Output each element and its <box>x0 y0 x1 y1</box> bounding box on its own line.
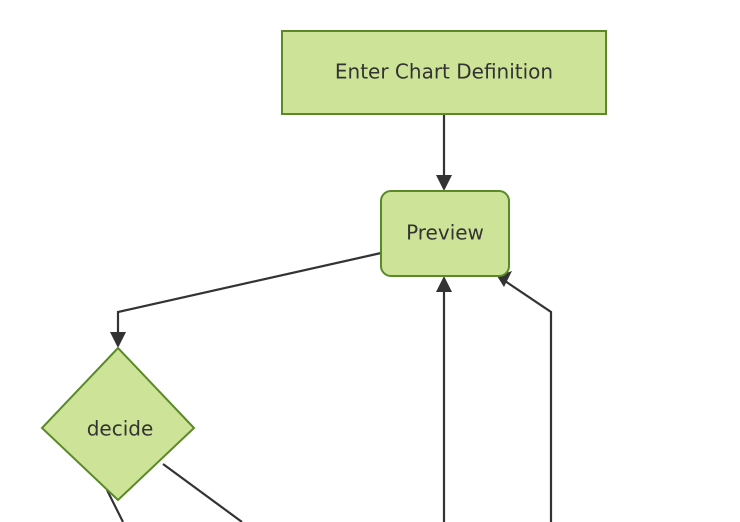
edge-line <box>106 489 124 522</box>
node-layer: Enter Chart Definition Preview decide <box>40 30 607 502</box>
edge-decide-to-offscreen-bottom-left <box>106 489 124 522</box>
edge-decide-to-offscreen-bottom-right <box>162 463 243 522</box>
arrow-head-icon <box>436 175 452 191</box>
edge-line <box>162 463 243 522</box>
node-enter-chart-definition[interactable]: Enter Chart Definition <box>281 30 607 115</box>
edge-enter-chart-definition-to-preview <box>436 114 452 191</box>
edge-offscreen-bottom-right-to-preview <box>497 271 553 522</box>
edge-line <box>116 251 382 339</box>
arrow-head-icon <box>436 276 452 292</box>
edge-offscreen-bottom-center-to-preview <box>436 276 452 522</box>
node-rectangle-shape[interactable] <box>281 30 607 115</box>
edge-line <box>504 280 553 522</box>
node-label-enter-chart-definition: Enter Chart Definition <box>335 60 553 84</box>
node-label-decide: decide <box>87 417 154 441</box>
node-label-preview: Preview <box>406 221 484 245</box>
edge-layer <box>106 114 553 522</box>
edge-preview-to-decide <box>110 251 382 348</box>
node-rounded-rectangle-shape[interactable] <box>380 190 510 277</box>
node-preview[interactable]: Preview <box>380 190 510 277</box>
node-decide[interactable]: decide <box>40 346 196 502</box>
node-diamond-shape[interactable] <box>40 346 196 502</box>
arrow-head-icon <box>110 332 126 348</box>
